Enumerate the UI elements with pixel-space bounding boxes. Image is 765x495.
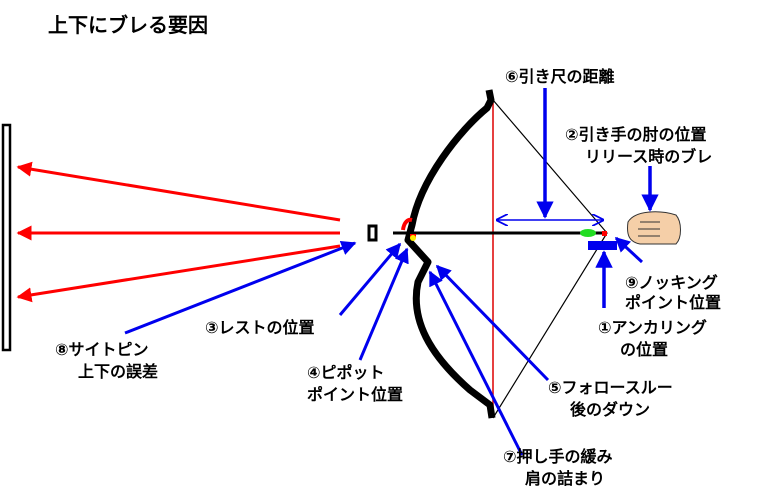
label-push-2: 肩の詰まり (525, 469, 605, 488)
bow-limbs (404, 89, 496, 419)
pivot-point-yellow (410, 235, 416, 241)
pointer-rest (338, 242, 402, 316)
pointer-sight-pin (124, 240, 357, 335)
trajectory-low (16, 244, 341, 303)
label-nocking-1: ⑨ノッキング (625, 273, 718, 292)
label-anchor-1: ①アンカリング (598, 318, 707, 337)
trajectory-high (16, 161, 341, 222)
label-push-1: ⑦押し手の緩み (503, 447, 613, 466)
target-board (1, 123, 12, 352)
arrow-rest (401, 217, 413, 231)
sight-pin (367, 224, 378, 242)
label-follow-2: 後のダウン (570, 400, 650, 419)
anchor-marker (588, 241, 617, 250)
pointer-nocking (614, 236, 644, 264)
label-pivot-2: ポイント位置 (307, 385, 403, 404)
label-rest: ③レストの位置 (205, 318, 315, 337)
label-follow-1: ⑤フォロースルー (548, 378, 673, 397)
label-sight-1: ⑧サイトピン (55, 340, 149, 359)
nock (602, 231, 607, 236)
nock-point (580, 229, 596, 237)
label-anchor-2: の位置 (620, 340, 668, 359)
page-title: 上下にブレる要因 (48, 13, 208, 37)
label-elbow-2: リリース時のブレ (585, 147, 712, 166)
pointer-push-hand (428, 270, 524, 456)
label-draw-length: ⑥引き尺の距離 (505, 67, 615, 86)
pointer-pivot (358, 247, 409, 361)
pointer-follow-through (435, 264, 550, 382)
label-elbow-1: ②引き手の肘の位置 (565, 125, 707, 144)
hand-icon (627, 211, 681, 245)
label-pivot-1: ④ピポット (307, 363, 385, 382)
label-nocking-2: ポイント位置 (625, 293, 721, 312)
label-sight-2: 上下の誤差 (78, 362, 158, 381)
